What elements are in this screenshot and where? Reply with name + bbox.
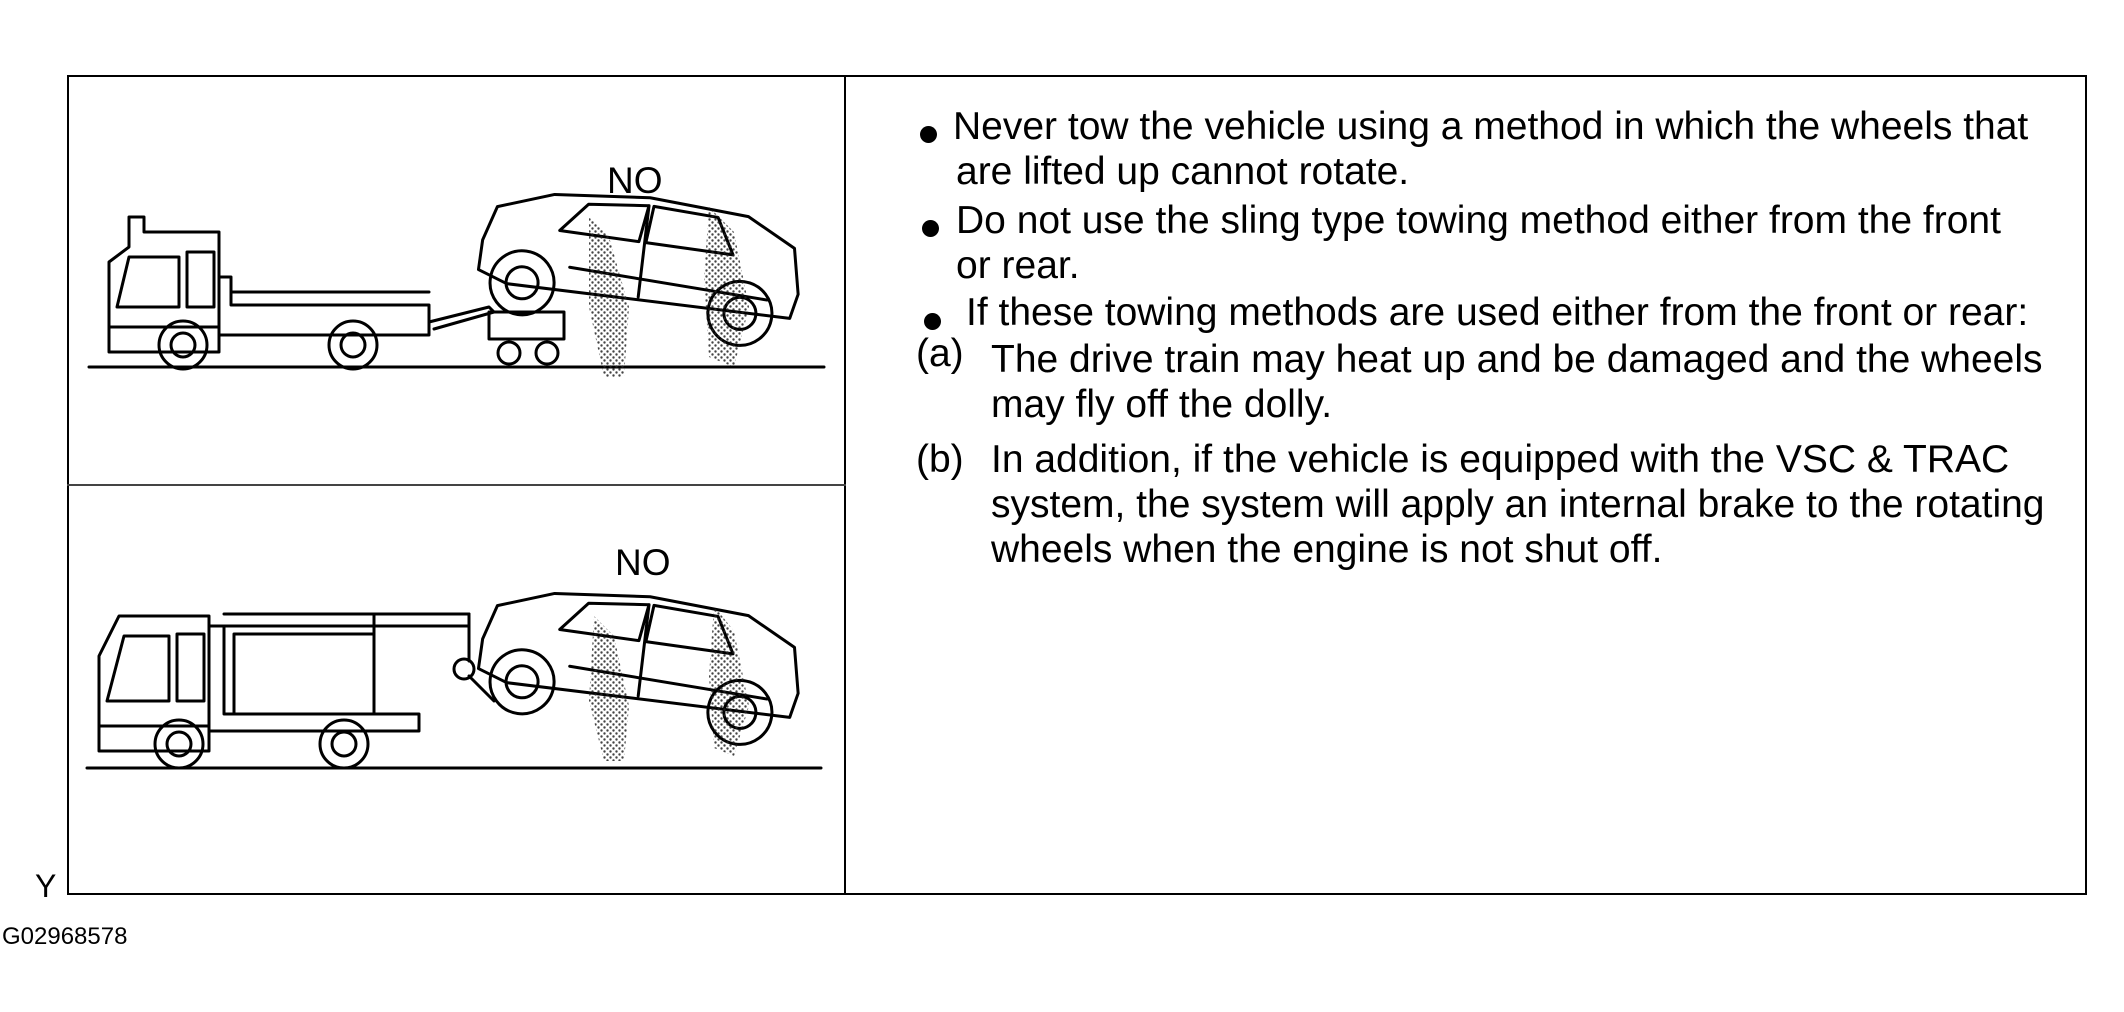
instruction-panel: Never tow the vehicle using a method in … [846,77,2085,893]
sub-item-b-line-2: system, the system will apply an interna… [991,483,2045,526]
sub-item-a-line-1: The drive train may heat up and be damag… [991,338,2043,381]
no-label-top: NO [607,160,663,201]
truck-front-wheel [153,718,205,770]
bullet-dot [924,313,941,330]
bullet-dot [920,126,937,143]
tow-dolly [487,310,566,341]
corner-mark: Y [35,868,57,904]
suv-on-dolly [476,192,800,347]
truck-rear-wheel [318,718,370,770]
truck-rear-wheel [327,319,379,371]
figure-id: G02968578 [2,923,128,950]
bullet-2-line-2: or rear. [956,244,1080,287]
dolly-towing-drawing [87,192,826,377]
wrecker-body [207,624,421,733]
bullet-dot [922,220,939,237]
tow-hook [452,657,476,681]
sub-item-b-line-1: In addition, if the vehicle is equipped … [991,438,2010,481]
sub-item-a-marker: (a) [916,332,964,375]
bullet-3-line-1: If these towing methods are used either … [966,291,2029,334]
dolly-towing-illustration [69,77,844,482]
bullet-1-line-2: are lifted up cannot rotate. [956,150,1410,193]
bullet-2-line-1: Do not use the sling type towing method … [956,199,2001,242]
sub-item-b-line-3: wheels when the engine is not shut off. [991,528,1663,571]
truck-front-wheel [157,319,209,371]
truck-cab [97,614,211,753]
sling-towing-drawing [85,591,823,770]
tow-bar [427,305,496,331]
bullet-1-line-1: Never tow the vehicle using a method in … [953,105,2029,148]
horizontal-divider [67,484,846,486]
truck-bed [217,275,431,337]
no-label-bottom: NO [615,542,671,583]
suv-on-sling [476,591,800,746]
sub-item-b-marker: (b) [916,438,964,481]
sling-towing-illustration [69,486,844,893]
sub-item-a-line-2: may fly off the dolly. [991,383,1333,426]
